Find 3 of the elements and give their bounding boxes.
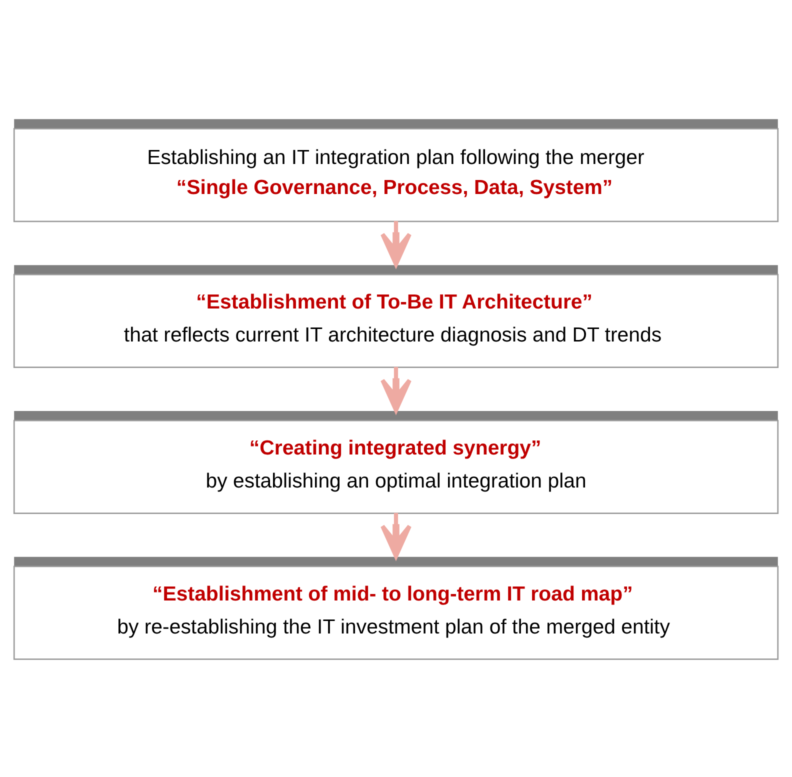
arrow (380, 512, 412, 558)
arrow (380, 221, 412, 266)
arrow (380, 366, 412, 412)
